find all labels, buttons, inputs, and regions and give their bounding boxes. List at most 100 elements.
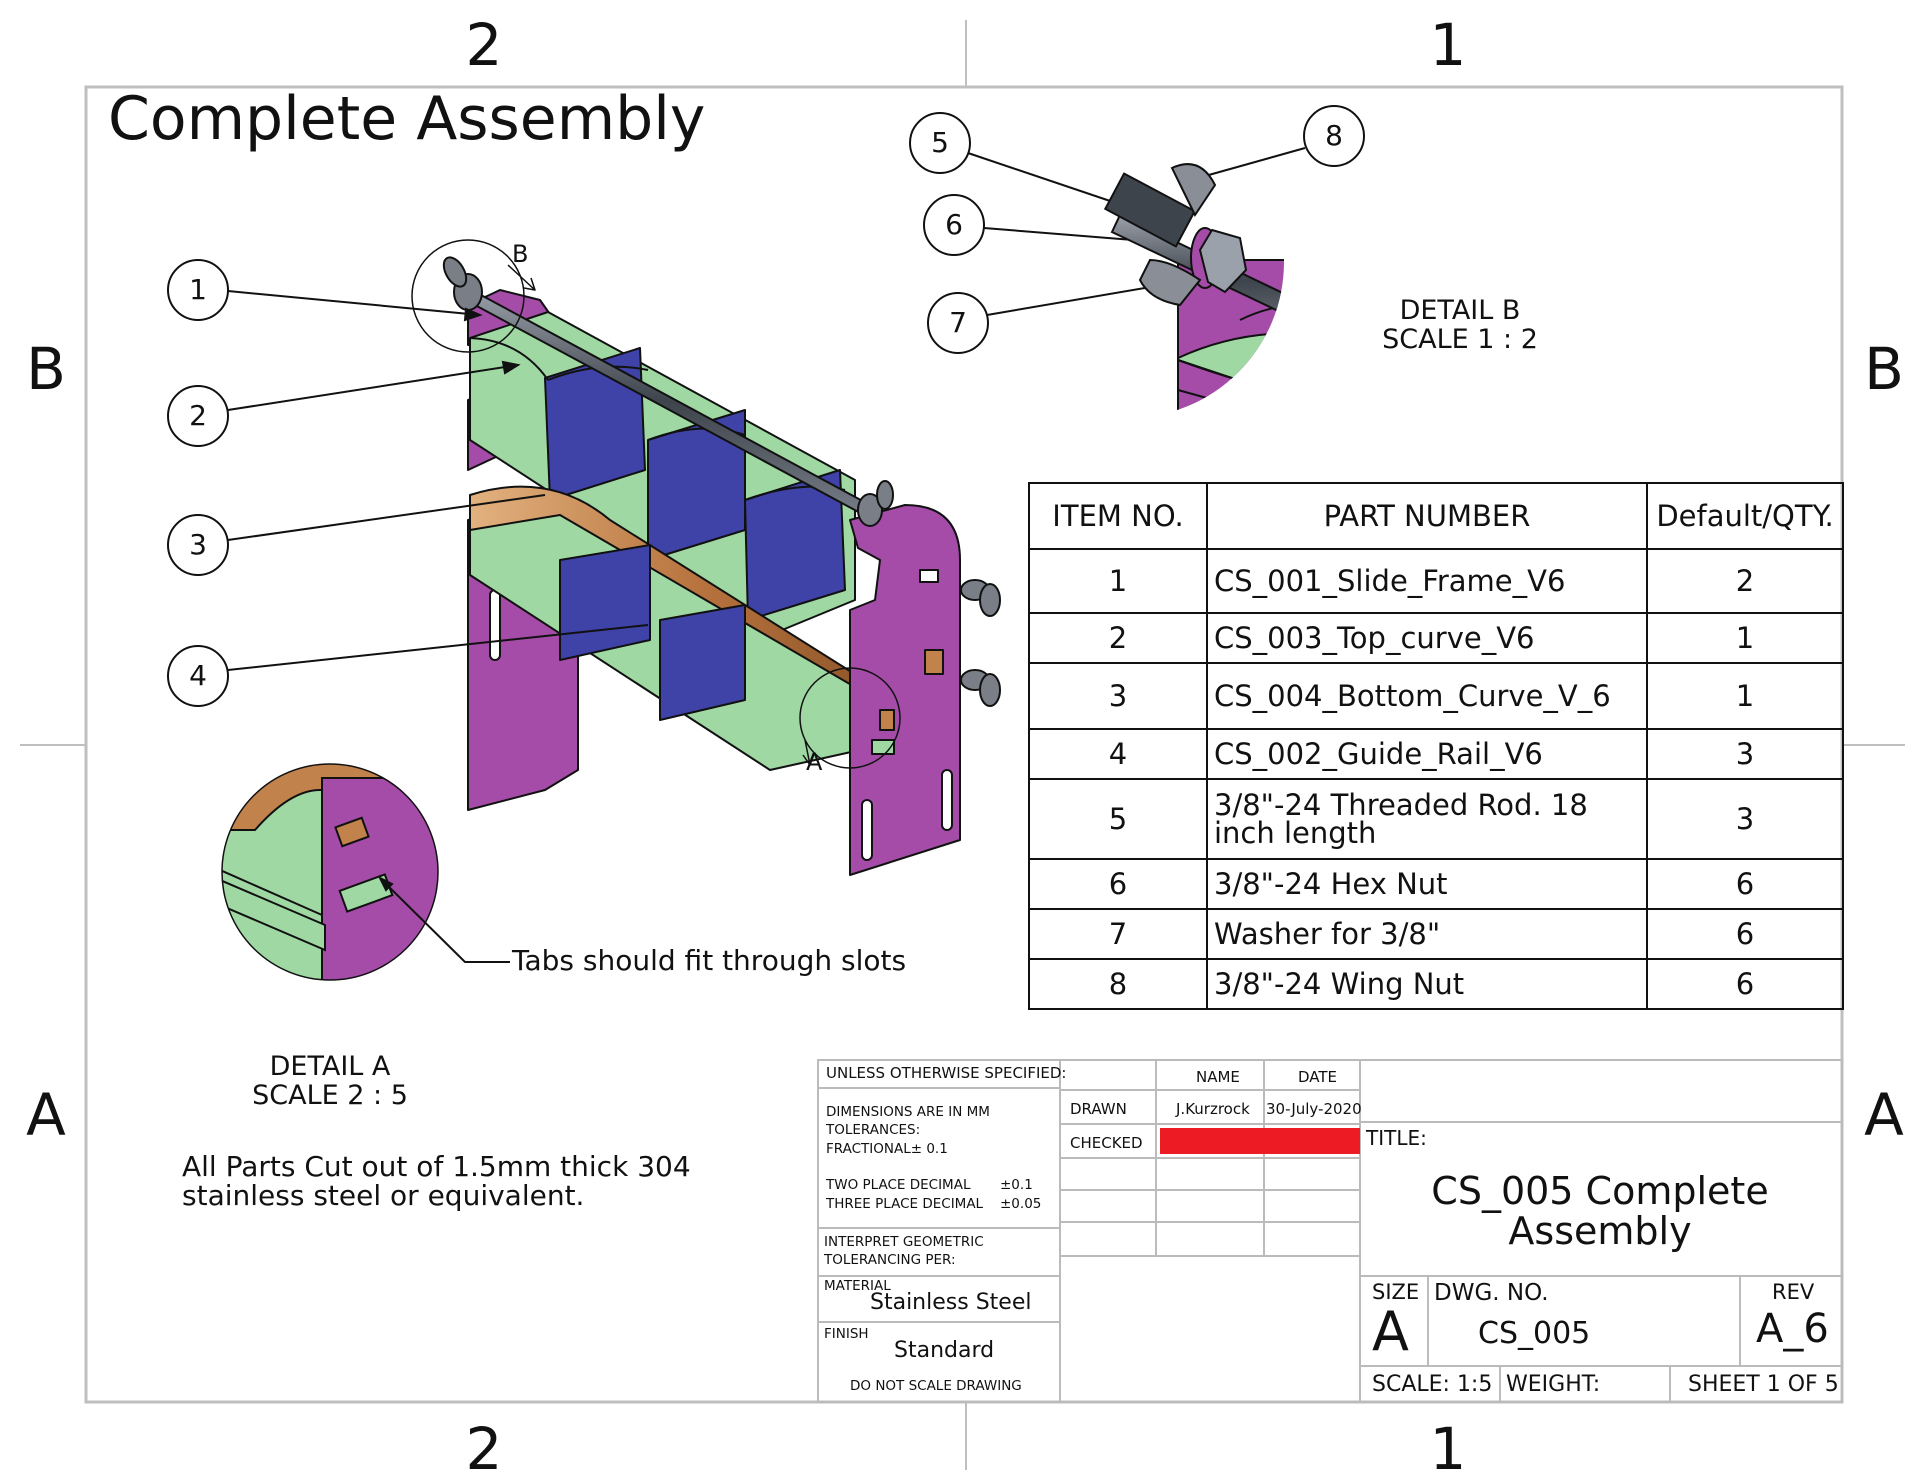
zone-label-top-2: 2: [465, 11, 503, 79]
material-note: All Parts Cut out of 1.5mm thick 304 sta…: [182, 1152, 691, 1211]
detail-b-scale: SCALE 1 : 2: [1382, 324, 1538, 356]
bom-qty: 6: [1646, 858, 1844, 910]
zone-label-bottom-2: 2: [465, 1415, 503, 1483]
tb-dwg-label: DWG. NO.: [1434, 1280, 1549, 1306]
zone-label-right-a: A: [1864, 1081, 1904, 1149]
bom-qty: 1: [1646, 612, 1844, 664]
zone-label-left-b: B: [26, 335, 66, 403]
tb-finish-label: FINISH: [824, 1326, 869, 1342]
balloon-3: 3: [189, 528, 207, 561]
bom-row: 4 CS_002_Guide_Rail_V6 3: [1028, 728, 1844, 780]
detail-a-scale: SCALE 2 : 5: [252, 1080, 408, 1112]
tb-unless-specified: UNLESS OTHERWISE SPECIFIED:: [826, 1064, 1067, 1082]
detail-b-view: [1103, 163, 1284, 418]
tb-finish: Standard: [894, 1338, 995, 1363]
detail-a-caption: DETAIL A SCALE 2 : 5: [240, 1052, 420, 1110]
bom-item: 7: [1028, 908, 1208, 960]
tb-weight: WEIGHT:: [1506, 1372, 1601, 1397]
bom-header-qty: Default/QTY.: [1646, 482, 1844, 550]
tb-two-place: TWO PLACE DECIMAL: [826, 1177, 971, 1193]
detail-b-caption: DETAIL B SCALE 1 : 2: [1370, 296, 1550, 354]
balloon-5: 5: [931, 126, 949, 159]
zone-label-right-b: B: [1864, 335, 1904, 403]
balloon-8: 8: [1325, 119, 1343, 152]
tb-tolerances: TOLERANCES:: [826, 1122, 921, 1138]
bom-item: 3: [1028, 662, 1208, 730]
tb-title-line-1: CS_005 Complete: [1431, 1169, 1769, 1213]
detail-b-marker: B: [512, 240, 529, 268]
wing-nut: [442, 256, 1001, 707]
bom-part: Washer for 3/8": [1206, 908, 1648, 960]
balloon-2: 2: [189, 399, 207, 432]
balloon-1: 1: [189, 273, 207, 306]
tb-material: Stainless Steel: [870, 1290, 1032, 1315]
tb-drawn-label: DRAWN: [1070, 1100, 1127, 1118]
bom-header-row: ITEM NO. PART NUMBER Default/QTY.: [1028, 482, 1844, 550]
bom-item: 8: [1028, 958, 1208, 1010]
balloon-6: 6: [945, 208, 963, 241]
bom-qty: 6: [1646, 958, 1844, 1010]
bom-part: 3/8"-24 Wing Nut: [1206, 958, 1648, 1010]
zone-dividers: [20, 20, 1905, 1470]
detail-a-marker: A: [806, 748, 823, 776]
title-block-grid: [817, 1059, 1843, 1403]
bom-part: 3/8"-24 Hex Nut: [1206, 858, 1648, 910]
bom-row: 6 3/8"-24 Hex Nut 6: [1028, 858, 1844, 910]
bom-part: CS_004_Bottom_Curve_V_6: [1206, 662, 1648, 730]
tb-interpret: INTERPRET GEOMETRIC: [824, 1234, 984, 1250]
bom-qty: 3: [1646, 728, 1844, 780]
blue-panel: [544, 347, 646, 501]
tb-date-header: DATE: [1298, 1068, 1338, 1086]
tb-title-line-2: Assembly: [1508, 1208, 1692, 1253]
tb-three-place: THREE PLACE DECIMAL: [826, 1196, 984, 1212]
detail-a-circle: [799, 667, 901, 769]
drawing-title: Complete Assembly: [108, 84, 706, 154]
bom-row: 2 CS_003_Top_curve_V6 1: [1028, 612, 1844, 664]
bom-row: 5 3/8"-24 Threaded Rod. 18 inch length 3: [1028, 778, 1844, 860]
bom-row: 3 CS_004_Bottom_Curve_V_6 1: [1028, 662, 1844, 730]
tb-size: A: [1372, 1300, 1409, 1363]
tab-note-leader: [381, 879, 510, 963]
bom-item: 6: [1028, 858, 1208, 910]
tb-checked-label: CHECKED: [1070, 1134, 1143, 1152]
tab-note: Tabs should fit through slots: [512, 944, 907, 977]
tb-rev: A_6: [1756, 1306, 1829, 1352]
tb-size-label: SIZE: [1372, 1280, 1420, 1304]
bom-row: 8 3/8"-24 Wing Nut 6: [1028, 958, 1844, 1010]
bom-item: 2: [1028, 612, 1208, 664]
balloon-4: 4: [189, 659, 207, 692]
bom-row: 7 Washer for 3/8" 6: [1028, 908, 1844, 960]
tb-title: CS_005 Complete Assembly: [1380, 1169, 1820, 1253]
assembly-isometric-view: [411, 239, 1001, 876]
balloon-7: 7: [949, 306, 967, 339]
balloons: [167, 105, 1365, 707]
bom-header-item: ITEM NO.: [1028, 482, 1208, 550]
tb-title-label: TITLE:: [1366, 1126, 1427, 1150]
zone-label-bottom-1: 1: [1429, 1415, 1467, 1483]
bom-qty: 3: [1646, 778, 1844, 860]
bom-part: CS_003_Top_curve_V6: [1206, 612, 1648, 664]
tb-sheet: SHEET 1 OF 5: [1688, 1372, 1839, 1397]
bom-header-part: PART NUMBER: [1206, 482, 1648, 550]
bom-qty: 2: [1646, 548, 1844, 614]
bom-qty: 6: [1646, 908, 1844, 960]
bom-item: 1: [1028, 548, 1208, 614]
tb-drawn-date: 30-July-2020: [1266, 1100, 1362, 1118]
tb-do-not-scale: DO NOT SCALE DRAWING: [850, 1378, 1022, 1394]
tb-two-place-value: ±0.1: [1000, 1177, 1033, 1193]
detail-a-view: [221, 763, 510, 981]
detail-b-circle: [411, 239, 525, 353]
tb-dwg-no: CS_005: [1478, 1316, 1591, 1351]
tb-rev-label: REV: [1772, 1280, 1815, 1304]
tb-fractional: FRACTIONAL± 0.1: [826, 1141, 948, 1157]
tb-drawn-name: J.Kurzrock: [1176, 1100, 1250, 1118]
bom-part: CS_001_Slide_Frame_V6: [1206, 548, 1648, 614]
material-note-line-1: All Parts Cut out of 1.5mm thick 304: [182, 1150, 691, 1183]
tb-material-label: MATERIAL: [824, 1278, 891, 1294]
bill-of-materials: ITEM NO. PART NUMBER Default/QTY. 1 CS_0…: [1028, 482, 1844, 1010]
tb-scale: SCALE: 1:5: [1372, 1372, 1493, 1397]
bom-qty: 1: [1646, 662, 1844, 730]
tb-dims: DIMENSIONS ARE IN MM: [826, 1104, 990, 1120]
tb-three-place-value: ±0.05: [1000, 1196, 1042, 1212]
